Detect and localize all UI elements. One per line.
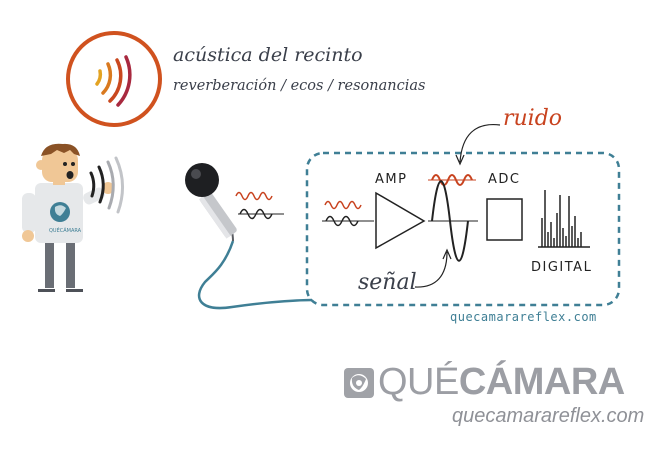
noise-wave: [431, 174, 473, 186]
adc-box: [486, 198, 523, 241]
box-site-url: quecamarareflex.com: [450, 310, 597, 324]
digital-spectrum-icon: [538, 190, 590, 248]
shirt-logo-text: QUÉCÁMARA: [49, 226, 82, 234]
digital-label: DIGITAL: [531, 260, 593, 275]
signal-pointer-arrow: [414, 248, 452, 288]
brand-bold: CÁMARA: [458, 361, 625, 403]
noise-pointer-arrow: [455, 123, 501, 166]
voice-waves-icon: [89, 156, 124, 214]
room-acoustics-subtitle: reverberación / ecos / resonancias: [173, 78, 426, 94]
footer-site-url: quecamarareflex.com: [452, 405, 645, 427]
microphone-icon: [185, 163, 313, 310]
brand-logo-icon: [344, 368, 374, 398]
signal-wave: [428, 180, 478, 262]
amplifier-symbol: [375, 191, 426, 250]
adc-label: ADC: [488, 172, 521, 187]
brand-wordmark: QUÉCÁMARA: [378, 362, 625, 402]
amp-label: AMP: [375, 172, 408, 187]
room-acoustics-title: acústica del recinto: [173, 44, 363, 66]
person-speaking-illustration: QUÉCÁMARA: [22, 143, 114, 292]
signal-label: señal: [358, 270, 417, 295]
room-acoustics-icon: [66, 31, 162, 127]
input-waves: [235, 191, 284, 220]
noise-label: ruido: [503, 106, 563, 131]
processing-box: [305, 151, 621, 307]
brand-light: QUÉ: [378, 361, 459, 403]
pre-amp-waves: [322, 200, 374, 227]
